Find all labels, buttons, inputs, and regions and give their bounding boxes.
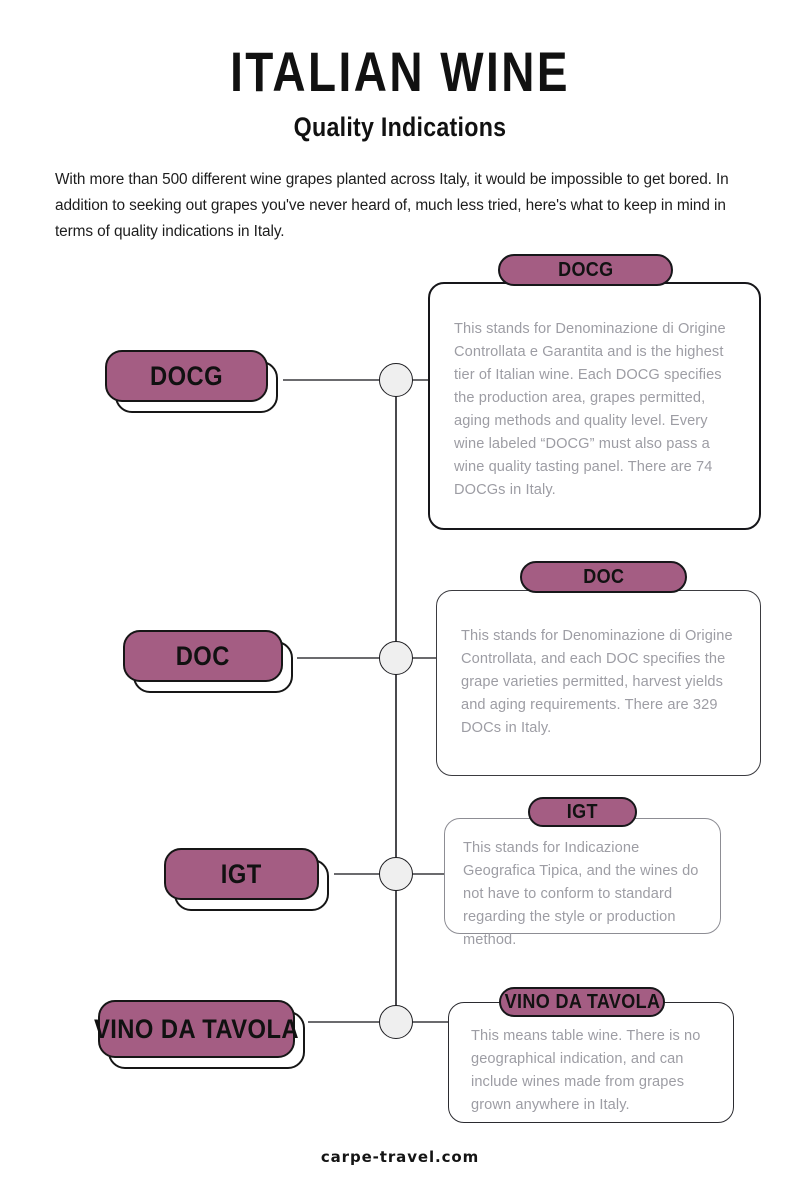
- left-label-plate: DOCG: [105, 350, 268, 402]
- pill-doc[interactable]: DOC: [520, 561, 687, 593]
- pill-docg[interactable]: DOCG: [498, 254, 673, 286]
- left-label-text: DOCG: [149, 360, 224, 391]
- footer-credit[interactable]: carpe-travel.com: [320, 1148, 480, 1166]
- pill-label: DOCG: [557, 258, 614, 281]
- card-body-doc: This stands for Denominazione di Origine…: [461, 628, 733, 736]
- card-body-vino-da-tavola: This means table wine. There is no geogr…: [471, 1028, 701, 1113]
- left-label-plate: IGT: [164, 848, 319, 900]
- left-label-plate: DOC: [123, 630, 283, 682]
- pill-vino-da-tavola[interactable]: VINO DA TAVOLA: [499, 987, 665, 1017]
- node-igt[interactable]: [379, 857, 413, 891]
- card-vino-da-tavola[interactable]: This means table wine. There is no geogr…: [448, 1002, 734, 1123]
- node-doc[interactable]: [379, 641, 413, 675]
- pill-label: IGT: [566, 800, 599, 823]
- card-body-igt: This stands for Indicazione Geografica T…: [463, 840, 699, 948]
- card-docg[interactable]: This stands for Denominazione di Origine…: [428, 282, 761, 530]
- pill-label: DOC: [582, 565, 625, 588]
- pill-igt[interactable]: IGT: [528, 797, 637, 827]
- left-label-docg[interactable]: DOCG: [105, 350, 278, 413]
- pill-label: VINO DA TAVOLA: [504, 990, 660, 1013]
- card-igt[interactable]: This stands for Indicazione Geografica T…: [444, 818, 721, 948]
- left-label-vino-da-tavola[interactable]: VINO DA TAVOLA: [94, 1000, 305, 1069]
- left-label-igt[interactable]: IGT: [164, 848, 329, 911]
- left-label-doc[interactable]: DOC: [123, 630, 293, 693]
- page-title: ITALIAN WINE: [230, 40, 570, 103]
- card-doc[interactable]: This stands for Denominazione di Origine…: [436, 590, 761, 776]
- left-label-text: DOC: [175, 640, 231, 671]
- left-label-text: VINO DA TAVOLA: [93, 1013, 300, 1044]
- node-vino-da-tavola[interactable]: [379, 1005, 413, 1039]
- left-label-text: IGT: [221, 858, 262, 889]
- intro-paragraph: With more than 500 different wine grapes…: [55, 171, 729, 241]
- node-docg[interactable]: [379, 363, 413, 397]
- infographic-header: ITALIAN WINE Quality Indications: [0, 0, 800, 141]
- card-body-docg: This stands for Denominazione di Origine…: [454, 321, 726, 498]
- left-label-plate: VINO DA TAVOLA: [94, 1000, 299, 1058]
- page-subtitle: Quality Indications: [293, 112, 507, 142]
